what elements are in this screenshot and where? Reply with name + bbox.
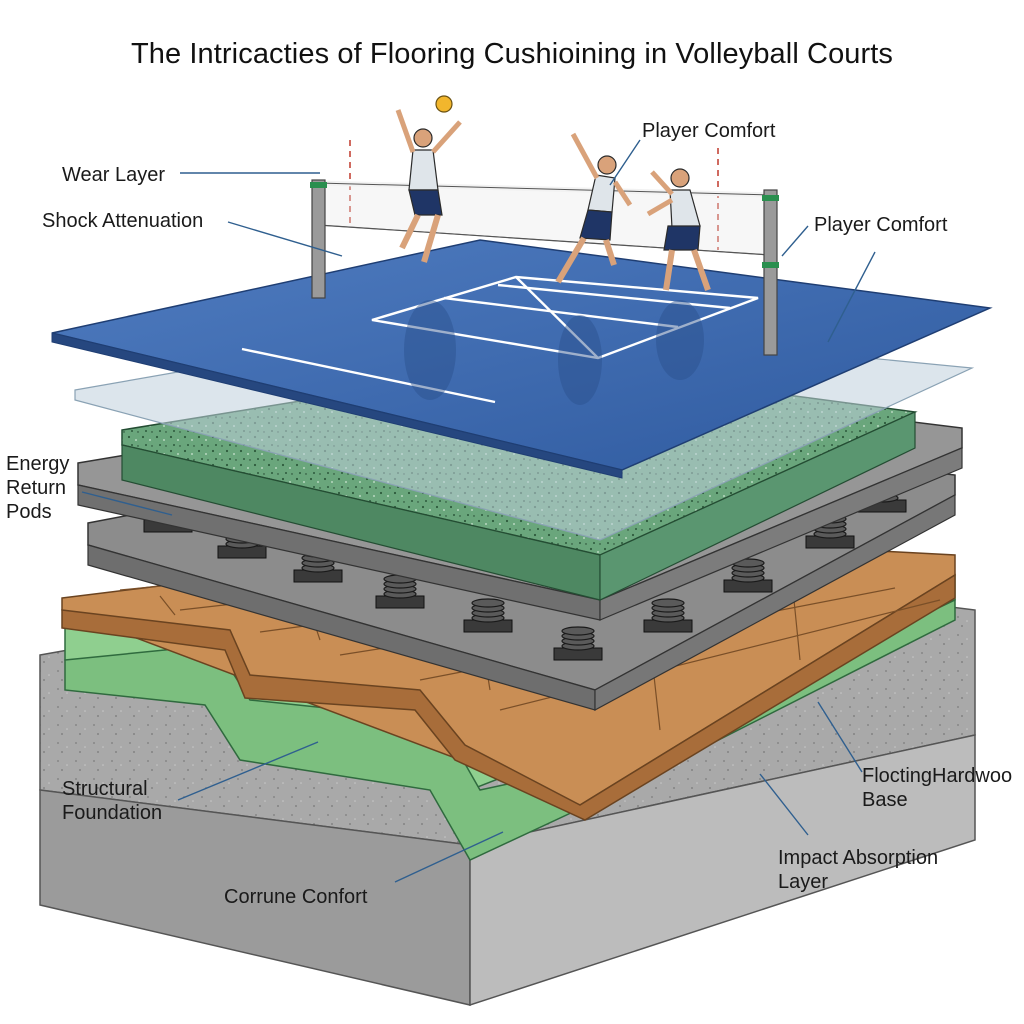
spring-pod bbox=[723, 558, 773, 593]
label-structural-foundation: Structural Foundation bbox=[62, 778, 163, 824]
label-shock-attenuation: Shock Attenuation bbox=[42, 210, 204, 232]
label-corrune-confort: Corrune Confort bbox=[224, 886, 368, 908]
wear-layer-court bbox=[51, 239, 993, 479]
leader-lines bbox=[81, 139, 876, 883]
label-wear-layer: Wear Layer bbox=[62, 164, 166, 186]
player-right bbox=[646, 168, 711, 291]
page-title: The Intricacties of Flooring Cushioining… bbox=[130, 38, 894, 70]
volleyball-icon bbox=[435, 95, 453, 113]
spring-pod bbox=[463, 598, 513, 633]
court-lines bbox=[241, 275, 759, 404]
label-impact-absorption-layer: Impact Absorption Layer bbox=[778, 847, 939, 893]
spring-pod bbox=[553, 626, 603, 661]
label-player-comfort-top: Player Comfort bbox=[642, 120, 776, 142]
label-player-comfort-right: Player Comfort bbox=[814, 214, 948, 236]
label-energy-return-pods: Energy Return Pods bbox=[6, 453, 70, 523]
player-middle bbox=[555, 132, 633, 284]
label-floating-hardwood-base: FloctingHardwoo Base bbox=[862, 765, 1013, 811]
player-left-jumping bbox=[395, 109, 462, 263]
spring-pod bbox=[375, 574, 425, 609]
spring-pod bbox=[643, 598, 693, 633]
